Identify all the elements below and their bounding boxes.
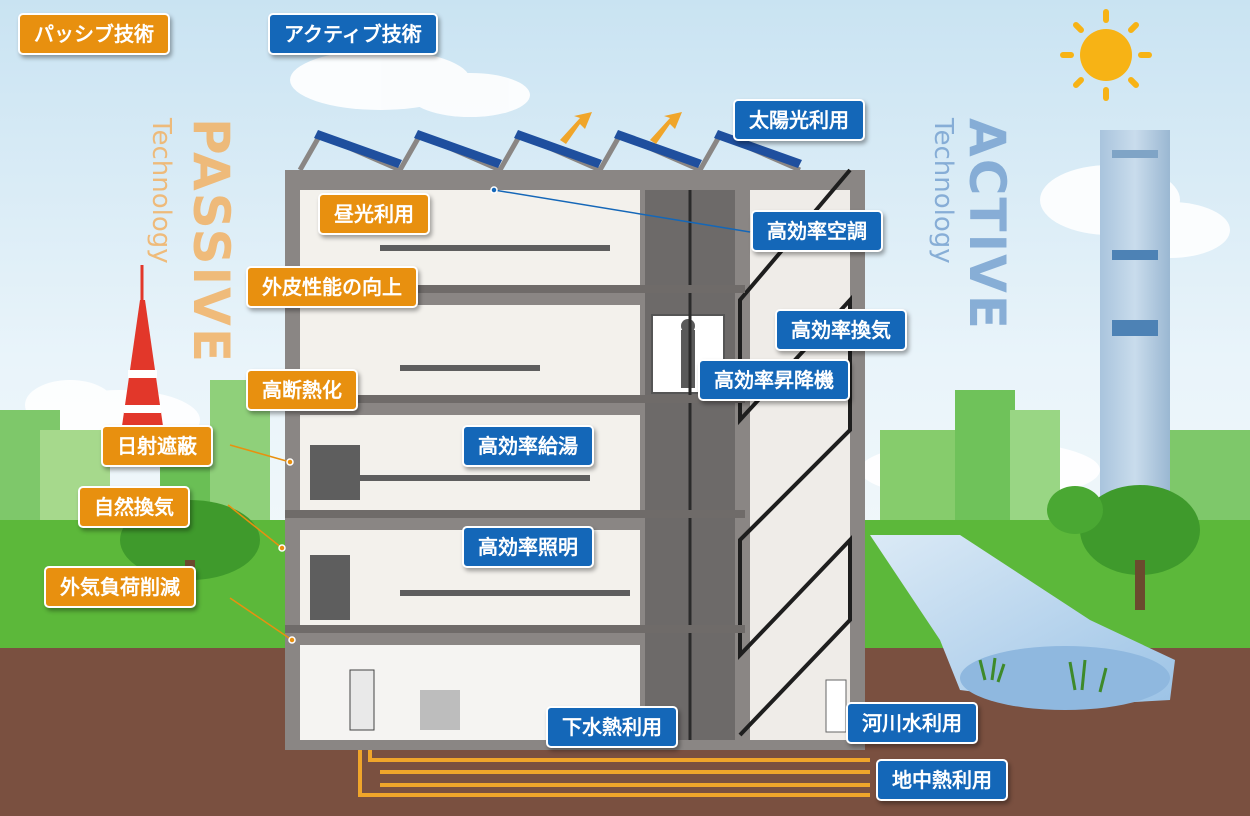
label-solar-shading: 日射遮蔽 bbox=[101, 425, 213, 467]
sun-icon bbox=[1060, 9, 1152, 101]
label-river-water: 河川水利用 bbox=[846, 702, 978, 744]
label-envelope: 外皮性能の向上 bbox=[246, 266, 418, 308]
label-hot-water: 高効率給湯 bbox=[462, 425, 594, 467]
active-big-title: ACTIVE bbox=[958, 118, 1016, 331]
label-ventilation: 高効率換気 bbox=[775, 309, 907, 351]
label-daylight: 昼光利用 bbox=[318, 193, 430, 235]
label-sewage-heat: 下水熱利用 bbox=[546, 706, 678, 748]
legend-active: アクティブ技術 bbox=[268, 13, 438, 55]
label-hvac: 高効率空調 bbox=[751, 210, 883, 252]
tower-landmark bbox=[120, 265, 165, 440]
callout-lines bbox=[227, 186, 751, 644]
label-elevator: 高効率昇降機 bbox=[698, 359, 850, 401]
label-outdoor-load: 外気負荷削減 bbox=[44, 566, 196, 608]
label-solar-power: 太陽光利用 bbox=[733, 99, 865, 141]
active-small-title: Technology bbox=[928, 118, 958, 264]
left-cityscape bbox=[0, 380, 270, 530]
passive-small-title: Technology bbox=[146, 118, 176, 264]
label-lighting: 高効率照明 bbox=[462, 526, 594, 568]
label-natural-ventilation: 自然換気 bbox=[78, 486, 190, 528]
label-insulation: 高断熱化 bbox=[246, 369, 358, 411]
legend-passive: パッシブ技術 bbox=[18, 13, 170, 55]
pond bbox=[960, 646, 1170, 710]
solar-panels bbox=[297, 112, 802, 173]
passive-big-title: PASSIVE bbox=[182, 118, 240, 364]
label-geothermal: 地中熱利用 bbox=[876, 759, 1008, 801]
reeds bbox=[978, 657, 1108, 693]
